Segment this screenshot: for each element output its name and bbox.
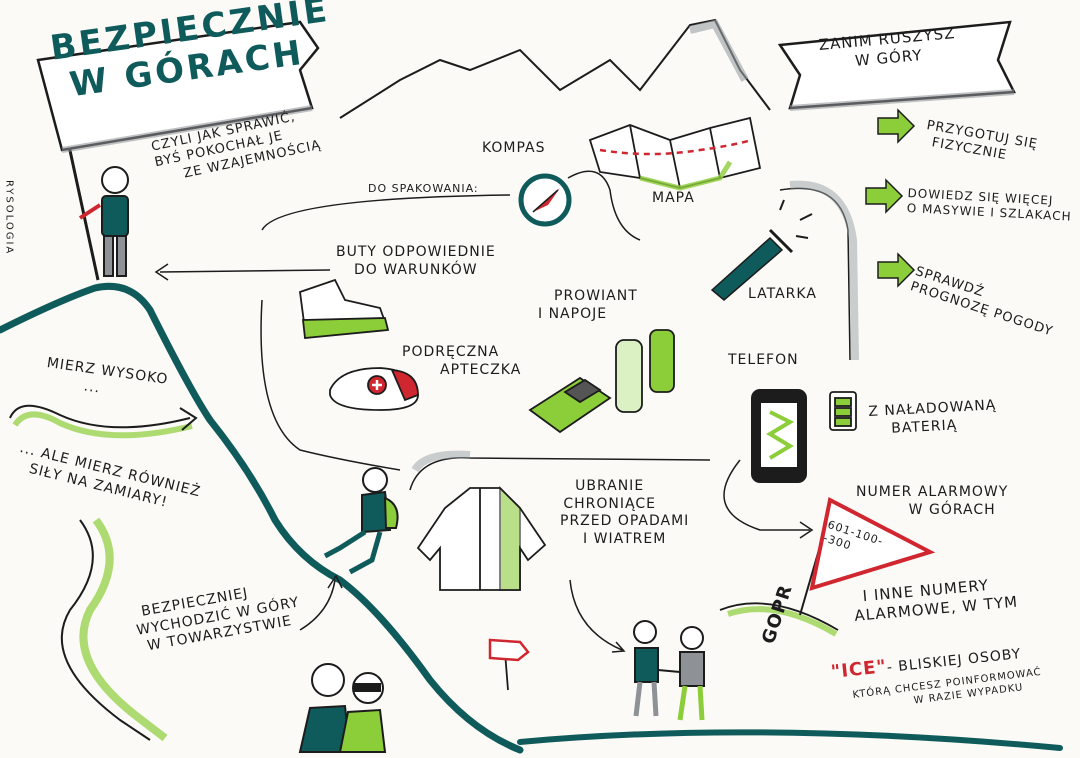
step-arrows bbox=[865, 108, 916, 288]
item-kompas: Kompas bbox=[482, 140, 546, 156]
pack-line-bottom bbox=[409, 457, 711, 491]
ice-code: "ICE" bbox=[830, 656, 888, 683]
item-ubranie-line-3: przed opadami bbox=[560, 513, 690, 529]
battery-drawing bbox=[829, 391, 857, 431]
title-flag-shadow bbox=[61, 105, 313, 153]
arrow-phone-to-flag bbox=[723, 459, 810, 531]
mountain-slope bbox=[0, 282, 524, 754]
item-mapa: Mapa bbox=[652, 190, 695, 206]
item-telefon: Telefon bbox=[728, 352, 799, 368]
flashlight-drawing bbox=[710, 199, 813, 301]
item-ubranie-line-1: Ubranie bbox=[575, 478, 645, 494]
arrow-to-walkers bbox=[569, 579, 623, 651]
mountain-range-shadow bbox=[689, 19, 749, 82]
emergency-label-line-2: w górach bbox=[908, 501, 996, 518]
item-buty-line-1: Buty odpowiednie bbox=[336, 244, 496, 260]
before-banner-shadow bbox=[789, 89, 1015, 111]
pack-line-right bbox=[779, 187, 851, 361]
emergency-flag bbox=[799, 497, 936, 616]
hiker-on-slope bbox=[323, 467, 399, 575]
item-ubranie-line-4: i wiatrem bbox=[583, 530, 667, 547]
couple-walking bbox=[633, 620, 705, 721]
compass-drawing bbox=[518, 170, 641, 241]
item-prowiant-line-1: Prowiant bbox=[554, 288, 638, 304]
pack-line-left bbox=[260, 299, 401, 471]
item-bateria: z naładowaną baterią bbox=[868, 397, 998, 439]
summit-climber bbox=[78, 166, 129, 277]
food-drinks-drawing bbox=[528, 329, 675, 434]
emergency-label-line-1: Numer alarmowy bbox=[856, 484, 1009, 500]
mountain-range-outline bbox=[339, 18, 771, 119]
side-credit: Rysologia bbox=[3, 180, 15, 256]
gopr-hill bbox=[719, 602, 839, 631]
valley-path bbox=[517, 729, 1063, 751]
winding-trail bbox=[60, 519, 151, 741]
item-ubranie-line-2: chroniące bbox=[563, 495, 656, 512]
trail-signpost bbox=[488, 638, 530, 691]
item-latarka: Latarka bbox=[748, 286, 817, 302]
friends-drawing bbox=[298, 663, 387, 753]
jacket-drawing bbox=[416, 485, 547, 591]
item-prowiant-line-2: i napoje bbox=[538, 305, 608, 322]
item-ubranie: Ubranie chroniące przed opadami i wiatre… bbox=[530, 478, 689, 548]
pack-label: do spakowania: bbox=[368, 182, 479, 195]
emergency-label: Numer alarmowy w górach bbox=[856, 484, 1008, 519]
boot-drawing bbox=[299, 278, 390, 339]
item-apteczka-line-1: Podręczna bbox=[402, 344, 500, 360]
item-apteczka: Podręczna apteczka bbox=[402, 344, 521, 379]
arrow-to-summit bbox=[159, 269, 331, 273]
first-aid-kit-drawing bbox=[329, 367, 419, 411]
arrow-to-hiker bbox=[299, 579, 336, 631]
measure-arrow bbox=[9, 404, 191, 429]
map-drawing bbox=[588, 116, 762, 191]
item-prowiant: Prowiant i napoje bbox=[538, 288, 638, 323]
item-buty: Buty odpowiednie do warunków bbox=[336, 244, 496, 279]
phone-drawing bbox=[751, 389, 807, 483]
item-buty-line-2: do warunków bbox=[354, 261, 478, 278]
pack-line-top bbox=[261, 194, 511, 231]
item-apteczka-line-2: apteczka bbox=[440, 361, 522, 378]
